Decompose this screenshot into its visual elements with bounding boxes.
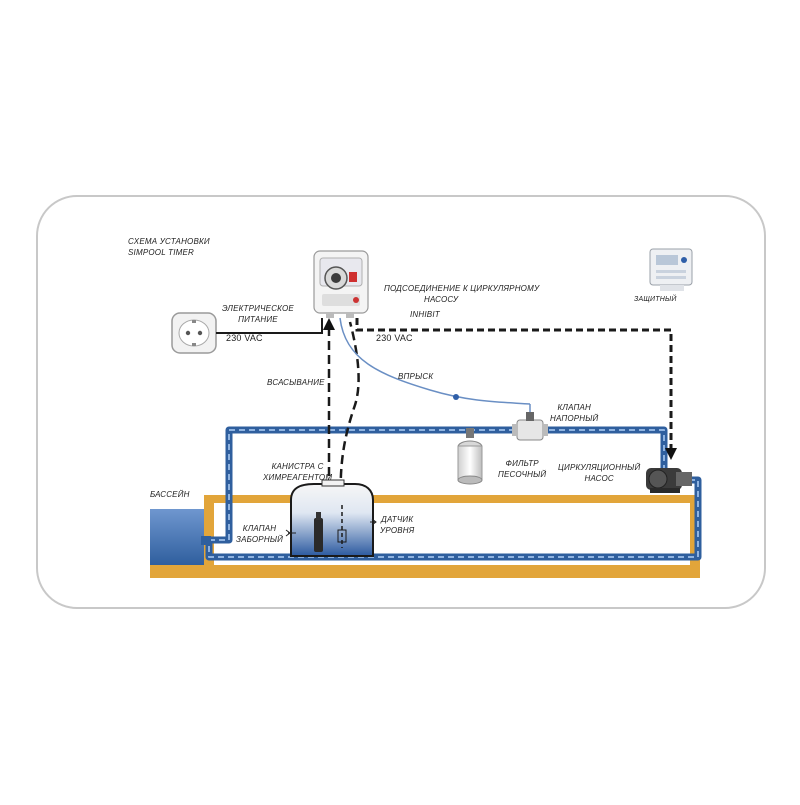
injection-label: ВПРЫСК — [398, 372, 434, 381]
pool-water — [150, 509, 206, 565]
pool-inlet — [201, 536, 211, 545]
check-valve-icon — [512, 412, 548, 441]
diagram-title-line2: SIMPOOL TIMER — [128, 248, 195, 257]
pool-wall-left — [204, 495, 214, 565]
foot-valve-icon — [314, 512, 323, 552]
suction-line — [327, 321, 360, 521]
pool-label: БАССЕЙН — [150, 490, 190, 499]
circulation-pump-icon — [646, 468, 692, 493]
suction-arrow — [323, 318, 335, 330]
frame-border — [36, 195, 766, 609]
circulation-pump-label: ЦИРКУЛЯЦИОННЫЙ НАСОС — [558, 462, 640, 484]
level-sensor-label: ДАТЧИК УРОВНЯ — [380, 514, 414, 536]
pool-wall — [150, 565, 700, 578]
sand-filter-line1: ФИЛЬТР — [505, 459, 539, 468]
cable-mark-label: INHIBIT — [410, 310, 440, 319]
foot-valve-label: КЛАПАН ЗАБОРНЫЙ — [236, 523, 283, 545]
electrical-wiring — [216, 318, 323, 334]
diagram-title: СХЕМА УСТАНОВКИ SIMPOOL TIMER — [128, 236, 210, 258]
check-valve-line1: КЛАПАН — [557, 403, 591, 412]
check-valve-line2: НАПОРНЫЙ — [550, 414, 599, 423]
foot-valve-line2: ЗАБОРНЫЙ — [236, 535, 284, 544]
label-leaders — [285, 518, 377, 537]
controller-label: ЗАЩИТНЫЙ — [634, 296, 677, 303]
voltage-right-label: 230 VAC — [376, 333, 413, 343]
level-sensor-line2: УРОВНЯ — [380, 526, 415, 535]
sand-filter-label: ФИЛЬТР ПЕСОЧНЫЙ — [498, 458, 546, 480]
connection-line2: НАСОСУ — [424, 295, 459, 304]
circulation-pump-line1: ЦИРКУЛЯЦИОННЫЙ — [558, 463, 641, 472]
power-supply-line2: ПИТАНИЕ — [238, 315, 278, 324]
pump-connection-arrow — [665, 448, 677, 460]
power-supply-label: ЭЛЕКТРИЧЕСКОЕ ПИТАНИЕ — [222, 303, 294, 325]
power-socket-icon — [171, 312, 217, 354]
canister-line2: ХИМРЕАГЕНТОМ — [263, 473, 333, 482]
connection-label: ПОДСОЕДИНЕНИЕ К ЦИРКУЛЯРНОМУ НАСОСУ — [384, 283, 539, 305]
pump-connection-line — [355, 318, 673, 452]
voltage-left-label: 230 VAC — [226, 333, 263, 343]
sand-filter-icon — [457, 428, 483, 485]
canister-label: КАНИСТРА С ХИМРЕАГЕНТОМ — [263, 461, 332, 483]
pump-controller-icon — [649, 248, 693, 291]
level-sensor-line1: ДАТЧИК — [381, 515, 414, 524]
injection-point — [453, 394, 459, 400]
pool-wall-top — [204, 495, 700, 503]
check-valve-label: КЛАПАН НАПОРНЫЙ — [550, 402, 598, 424]
power-supply-line1: ЭЛЕКТРИЧЕСКОЕ — [222, 304, 294, 313]
sand-filter-line2: ПЕСОЧНЫЙ — [498, 470, 547, 479]
injection-tube — [339, 317, 531, 405]
connection-line1: ПОДСОЕДИНЕНИЕ К ЦИРКУЛЯРНОМУ — [384, 284, 540, 293]
diagram-title-line1: СХЕМА УСТАНОВКИ — [128, 237, 210, 246]
dosing-pump-icon — [313, 250, 369, 318]
canister-line1: КАНИСТРА С — [271, 462, 324, 471]
chemical-canister-icon — [290, 479, 374, 557]
foot-valve-line1: КЛАПАН — [242, 524, 277, 533]
circulation-pump-line2: НАСОС — [584, 474, 614, 483]
level-sensor-icon — [337, 505, 347, 548]
suction-label: ВСАСЫВАНИЕ — [267, 378, 325, 387]
